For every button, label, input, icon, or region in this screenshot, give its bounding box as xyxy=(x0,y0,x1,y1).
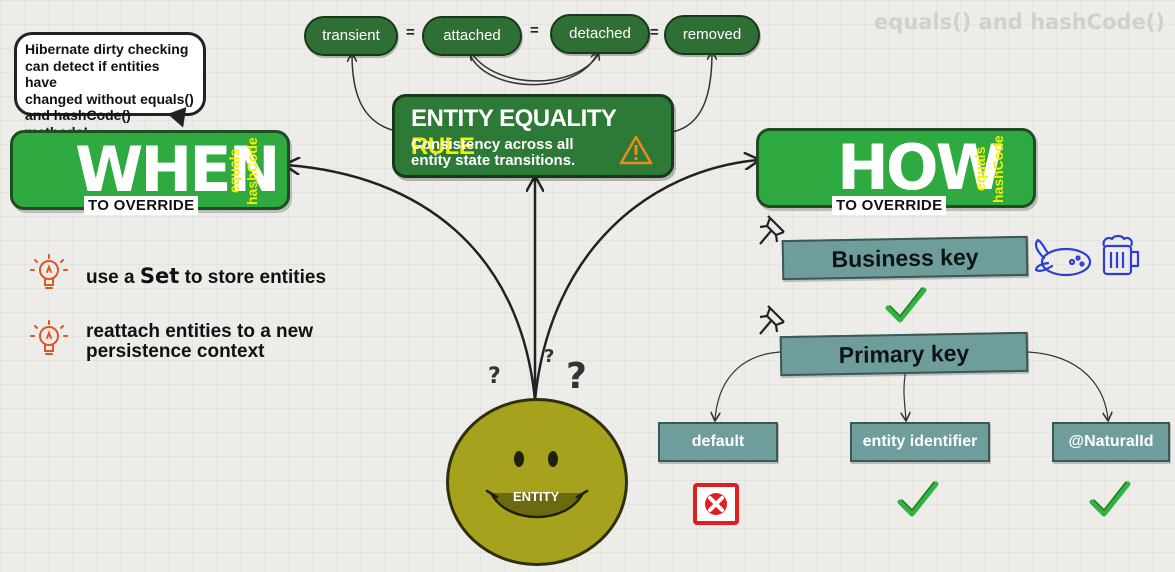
page-title: equals() and hashCode() xyxy=(874,10,1165,34)
speech-bubble: Hibernate dirty checking can detect if e… xyxy=(14,32,206,140)
equals-sign-1: = xyxy=(406,24,415,41)
question-mark-icon: ? xyxy=(544,346,555,367)
reject-icon xyxy=(693,483,739,525)
check-icon xyxy=(1089,481,1131,517)
entity-equality-rule-box: ENTITY EQUALITY RULE Consistency across … xyxy=(392,94,674,178)
beer-mug-icon xyxy=(1102,234,1140,276)
when-word: WHEN xyxy=(75,133,281,206)
tip-use-set: use a Set to store entities xyxy=(86,266,326,288)
question-mark-icon: ? xyxy=(566,356,587,397)
arrow-rule-to-removed xyxy=(671,52,712,133)
rule-title-main: ENTITY EQUALITY xyxy=(411,105,616,132)
smiley-face-icon xyxy=(485,451,589,519)
equals-sign-2: = xyxy=(530,22,539,39)
how-side-equals: equals xyxy=(972,146,988,191)
roast-chicken-icon xyxy=(1034,238,1092,277)
rule-subtitle: Consistency across all entity state tran… xyxy=(411,137,611,169)
arrow-rule-to-transient xyxy=(352,54,393,131)
when-side-hashcode: hashCode xyxy=(244,137,260,205)
when-override-label: TO OVERRIDE xyxy=(84,196,199,215)
rule-subtitle-line2: entity state transitions. xyxy=(411,152,576,169)
tip-use-set-emph: Set xyxy=(139,264,180,288)
equals-sign-3: = xyxy=(650,24,659,41)
tip-reattach-line2: persistence context xyxy=(86,341,265,362)
option-entity-identifier: entity identifier xyxy=(850,422,990,462)
rule-subtitle-line1: Consistency across all xyxy=(411,136,574,153)
how-override-label: TO OVERRIDE xyxy=(832,196,947,215)
when-side-equals: equals xyxy=(226,148,242,193)
primary-key-box: Primary key xyxy=(779,331,1029,377)
tip-use-set-after: to store entities xyxy=(184,267,327,288)
when-box: WHEN equals hashCode xyxy=(10,130,290,210)
option-natural-id: @NaturalId xyxy=(1052,422,1170,462)
lightbulb-icon xyxy=(30,254,68,289)
arrow-primary-to-naturalid xyxy=(1027,351,1108,420)
state-removed: removed xyxy=(664,15,760,55)
arrow-entity-to-how xyxy=(533,160,758,401)
check-icon xyxy=(897,481,939,517)
business-key-box: Business key xyxy=(781,235,1029,281)
pushpin-icon xyxy=(759,305,785,335)
bubble-line: changed without equals() xyxy=(25,90,194,107)
arrow-entity-to-when xyxy=(286,165,537,401)
bubble-line: Hibernate dirty checking xyxy=(25,41,189,57)
pushpin-icon xyxy=(759,215,785,245)
warning-icon xyxy=(619,135,653,165)
entity-smiley: ENTITY xyxy=(446,398,628,566)
state-transient: transient xyxy=(304,16,398,56)
state-attached: attached xyxy=(422,16,522,56)
option-default: default xyxy=(658,422,778,462)
tip-reattach: reattach entities to a new persistence c… xyxy=(86,322,313,362)
arrow-detached-attached xyxy=(471,52,599,82)
rule-title-accent: RULE xyxy=(411,133,475,160)
entity-label: ENTITY xyxy=(513,489,560,504)
check-icon xyxy=(885,287,927,323)
how-word: HOW xyxy=(837,131,1004,204)
rule-title: ENTITY EQUALITY RULE xyxy=(411,105,671,161)
how-side-hashcode: hashCode xyxy=(990,135,1006,203)
state-detached: detached xyxy=(550,14,650,54)
tip-reattach-line1: reattach entities to a new xyxy=(86,321,314,342)
question-mark-icon: ? xyxy=(488,364,501,389)
bubble-line: can detect if entities have xyxy=(25,57,160,91)
arrow-primary-to-identifier xyxy=(904,369,906,420)
tip-use-set-before: use a xyxy=(86,267,135,288)
lightbulb-icon xyxy=(30,320,68,355)
arrow-primary-to-default xyxy=(715,351,781,420)
